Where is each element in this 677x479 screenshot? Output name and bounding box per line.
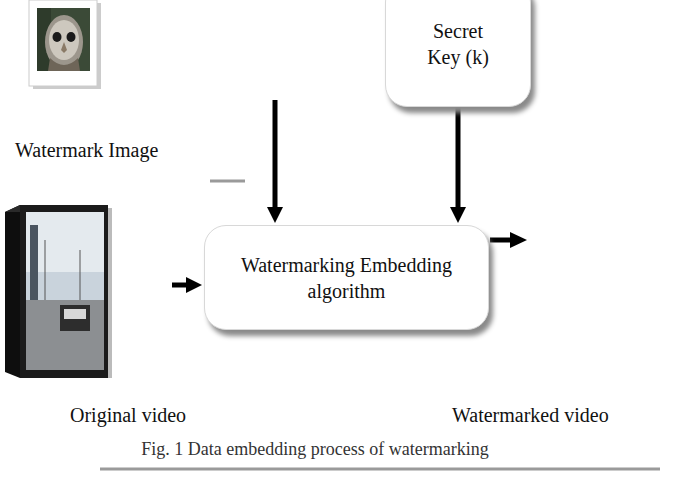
node-label: Original video	[70, 402, 186, 428]
video-box	[5, 205, 112, 378]
node-label: Watermark Image	[15, 137, 158, 163]
arrow-connector	[267, 100, 283, 223]
image-node: Watermark Image	[15, 0, 285, 100]
arrow-connector	[172, 277, 202, 293]
key-box: Secret Key (k)	[385, 0, 531, 107]
arrow-connector	[450, 107, 466, 223]
output-label: Watermarked video	[452, 402, 609, 428]
figure-caption: Fig. 1 Data embedding process of waterma…	[100, 438, 530, 461]
process-box: Watermarking Embedding algorithm	[204, 225, 489, 330]
rule-line	[100, 468, 660, 471]
node-label: Watermarking Embedding algorithm	[235, 252, 458, 304]
output-arrow	[490, 232, 527, 248]
rule-line	[210, 180, 245, 183]
watermark-image	[29, 0, 101, 89]
video-node: Original video	[5, 200, 172, 380]
node-label: Secret Key (k)	[416, 18, 500, 70]
